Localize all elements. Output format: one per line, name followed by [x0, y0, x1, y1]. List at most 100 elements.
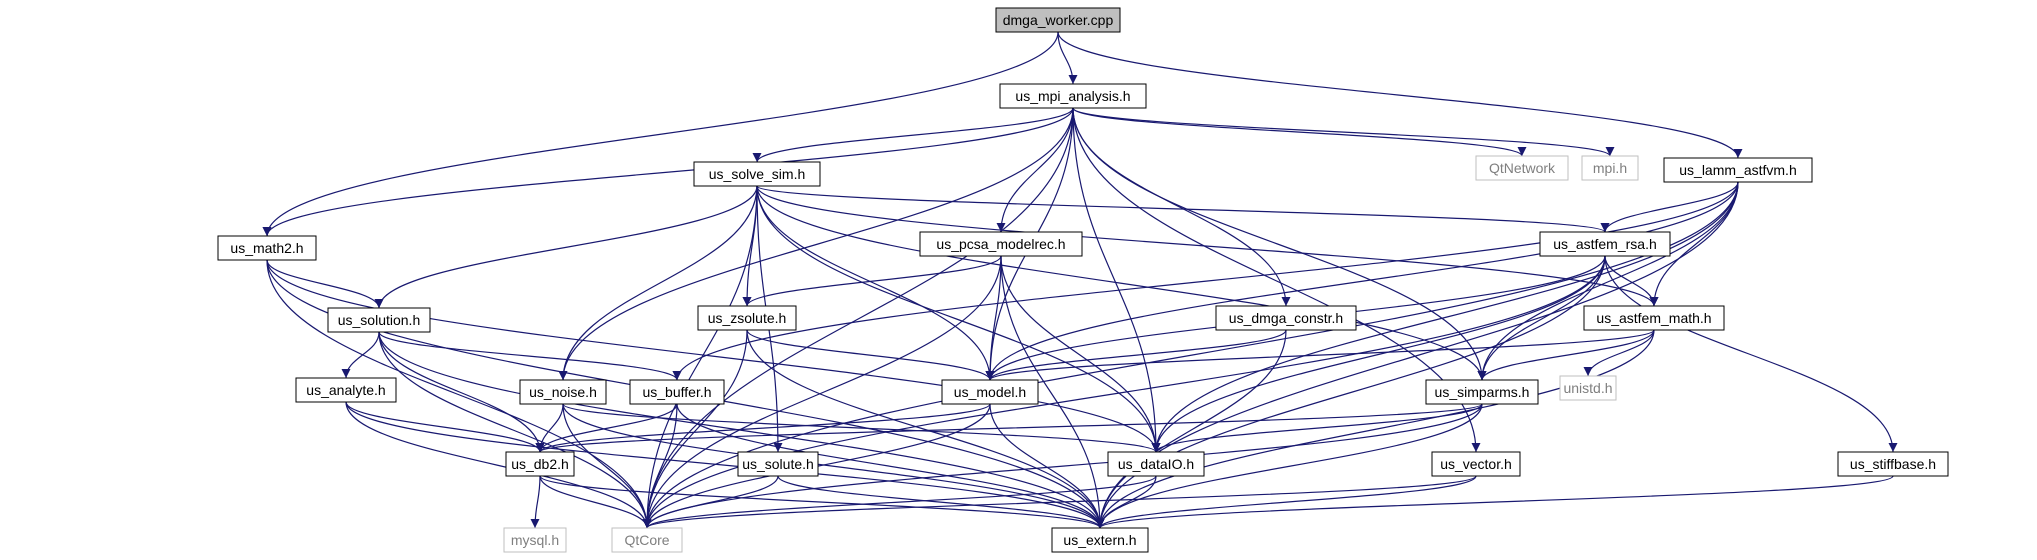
edge-us_noise-to-us_dataio [562, 403, 1161, 453]
node-box [217, 235, 317, 261]
edge-us_vector-to-qtcore [642, 475, 1477, 529]
edge-us_noise-to-us_extern [562, 403, 1105, 529]
node-label: us_dataIO.h [1118, 456, 1194, 472]
node-box [503, 527, 567, 553]
node-label: us_zsolute.h [708, 310, 787, 326]
node-us-solute[interactable]: us_solute.h [737, 451, 819, 477]
node-label: us_astfem_rsa.h [1553, 236, 1657, 252]
node-label: us_buffer.h [642, 384, 711, 400]
edge-us_buffer-to-qtcore [642, 403, 678, 529]
node-us-simparms[interactable]: us_simparms.h [1425, 379, 1539, 405]
edge-us_astfem_rsa-to-qtcore [642, 255, 1606, 529]
node-box [697, 305, 797, 331]
edge-us_mpi_analysis-to-us_simparms [1072, 107, 1487, 381]
node-box [519, 379, 607, 405]
node-us-model[interactable]: us_model.h [941, 379, 1039, 405]
node-us-lamm-astfvm[interactable]: us_lamm_astfvm.h [1663, 157, 1813, 183]
node-us-solve-sim[interactable]: us_solve_sim.h [693, 161, 821, 187]
node-box [1583, 305, 1725, 331]
node-us-math2[interactable]: us_math2.h [217, 235, 317, 261]
edge-us_solve_sim-to-us_solution [374, 185, 758, 309]
edge-us_mpi_analysis-to-us_math2 [262, 107, 1074, 237]
edge-us_solve_sim-to-us_astfem_rsa [756, 185, 1610, 233]
edge-us_mpi_analysis-to-qtnetwork [1072, 107, 1527, 157]
node-us-db2[interactable]: us_db2.h [505, 451, 575, 477]
edge-us_simparms-to-us_db2 [535, 403, 1483, 453]
node-box [1425, 379, 1539, 405]
edge-us_pcsa_modelrec-to-qtcore [642, 255, 1002, 529]
edge-us_solute-to-qtcore [642, 475, 779, 529]
node-qtnetwork: QtNetwork [1475, 155, 1569, 181]
edge-us_astfem_math-to-us_extern [1095, 329, 1655, 529]
edge-us_analyte-to-us_db2 [345, 401, 545, 453]
node-us-solution[interactable]: us_solution.h [327, 307, 431, 333]
edge-us_model-to-us_extern [989, 403, 1105, 529]
node-us-astfem-math[interactable]: us_astfem_math.h [1583, 305, 1725, 331]
edge-us_lamm_astfvm-to-us_astfem_rsa [1600, 181, 1739, 233]
edge-us_solute-to-us_extern [777, 475, 1105, 529]
node-label: us_solute.h [742, 456, 814, 472]
node-label: us_vector.h [1440, 456, 1512, 472]
node-label: us_lamm_astfvm.h [1679, 162, 1796, 178]
edge-us_solve_sim-to-us_zsolute [742, 185, 758, 307]
edge-us_lamm_astfvm-to-us_simparms [1477, 181, 1739, 381]
node-us-extern[interactable]: us_extern.h [1051, 527, 1149, 553]
edge-us_solution-to-qtcore [378, 331, 652, 529]
edge-us_mpi_analysis-to-us_solve_sim [752, 107, 1074, 163]
edge-us_lamm_astfvm-to-us_model [985, 181, 1739, 381]
node-box [505, 451, 575, 477]
edge-us_math2-to-us_dataio [266, 259, 1161, 453]
node-label: us_dmga_constr.h [1229, 310, 1343, 326]
node-label: us_noise.h [529, 384, 597, 400]
node-box [1581, 155, 1639, 181]
node-box [1107, 451, 1205, 477]
node-label: us_stiffbase.h [1850, 456, 1936, 472]
node-box [941, 379, 1039, 405]
node-box [919, 231, 1083, 257]
nodes-layer: dmga_worker.cpp us_mpi_analysis.h us_solve… [217, 7, 1949, 553]
edge-us_astfem_rsa-to-us_stiffbase [1604, 255, 1898, 453]
edge-us_vector-to-us_extern [1095, 475, 1477, 529]
edge-us_db2-to-qtcore [539, 475, 652, 529]
node-box [1539, 231, 1671, 257]
node-us-buffer[interactable]: us_buffer.h [629, 379, 725, 405]
node-label: QtCore [624, 532, 669, 548]
node-us-mpi-analysis[interactable]: us_mpi_analysis.h [999, 83, 1147, 109]
node-us-analyte[interactable]: us_analyte.h [295, 377, 397, 403]
edge-us_analyte-to-us_extern [345, 401, 1105, 529]
node-label: us_extern.h [1063, 532, 1136, 548]
node-label: us_analyte.h [306, 382, 385, 398]
edge-us_buffer-to-us_extern [676, 403, 1105, 529]
node-label: QtNetwork [1489, 160, 1556, 176]
edge-us_db2-to-us_extern [539, 475, 1105, 529]
node-us-dmga-constr[interactable]: us_dmga_constr.h [1215, 305, 1357, 331]
node-us-vector[interactable]: us_vector.h [1431, 451, 1521, 477]
node-box [737, 451, 819, 477]
node-qtcore: QtCore [611, 527, 683, 553]
edge-us_model-to-us_db2 [535, 403, 991, 453]
edge-dmga_worker-to-us_math2 [262, 31, 1059, 237]
edge-us_solution-to-us_db2 [378, 331, 545, 453]
node-us-zsolute[interactable]: us_zsolute.h [697, 305, 797, 331]
node-us-pcsa-modelrec[interactable]: us_pcsa_modelrec.h [919, 231, 1083, 257]
node-dmga-worker[interactable]: dmga_worker.cpp [995, 7, 1121, 33]
edge-us_buffer-to-us_db2 [535, 403, 678, 453]
edge-dmga_worker-to-us_lamm_astfvm [1057, 31, 1743, 159]
node-us-astfem-rsa[interactable]: us_astfem_rsa.h [1539, 231, 1671, 257]
edge-us_astfem_rsa-to-us_extern [1095, 255, 1606, 529]
edge-us_solve_sim-to-us_noise [558, 185, 758, 381]
edge-us_lamm_astfvm-to-us_buffer [672, 181, 1739, 381]
node-us-noise[interactable]: us_noise.h [519, 379, 607, 405]
node-us-dataio[interactable]: us_dataIO.h [1107, 451, 1205, 477]
node-box [1475, 155, 1569, 181]
node-label: mysql.h [511, 532, 559, 548]
node-box [295, 377, 397, 403]
node-label: us_pcsa_modelrec.h [936, 236, 1065, 252]
edge-us_solve_sim-to-us_simparms [756, 185, 1487, 381]
edge-us_lamm_astfvm-to-us_dataio [1151, 181, 1739, 453]
edge-us_simparms-to-us_dataio [1151, 403, 1483, 453]
node-us-stiffbase[interactable]: us_stiffbase.h [1837, 451, 1949, 477]
edge-us_zsolute-to-us_extern [746, 329, 1105, 529]
node-label: us_model.h [954, 384, 1026, 400]
